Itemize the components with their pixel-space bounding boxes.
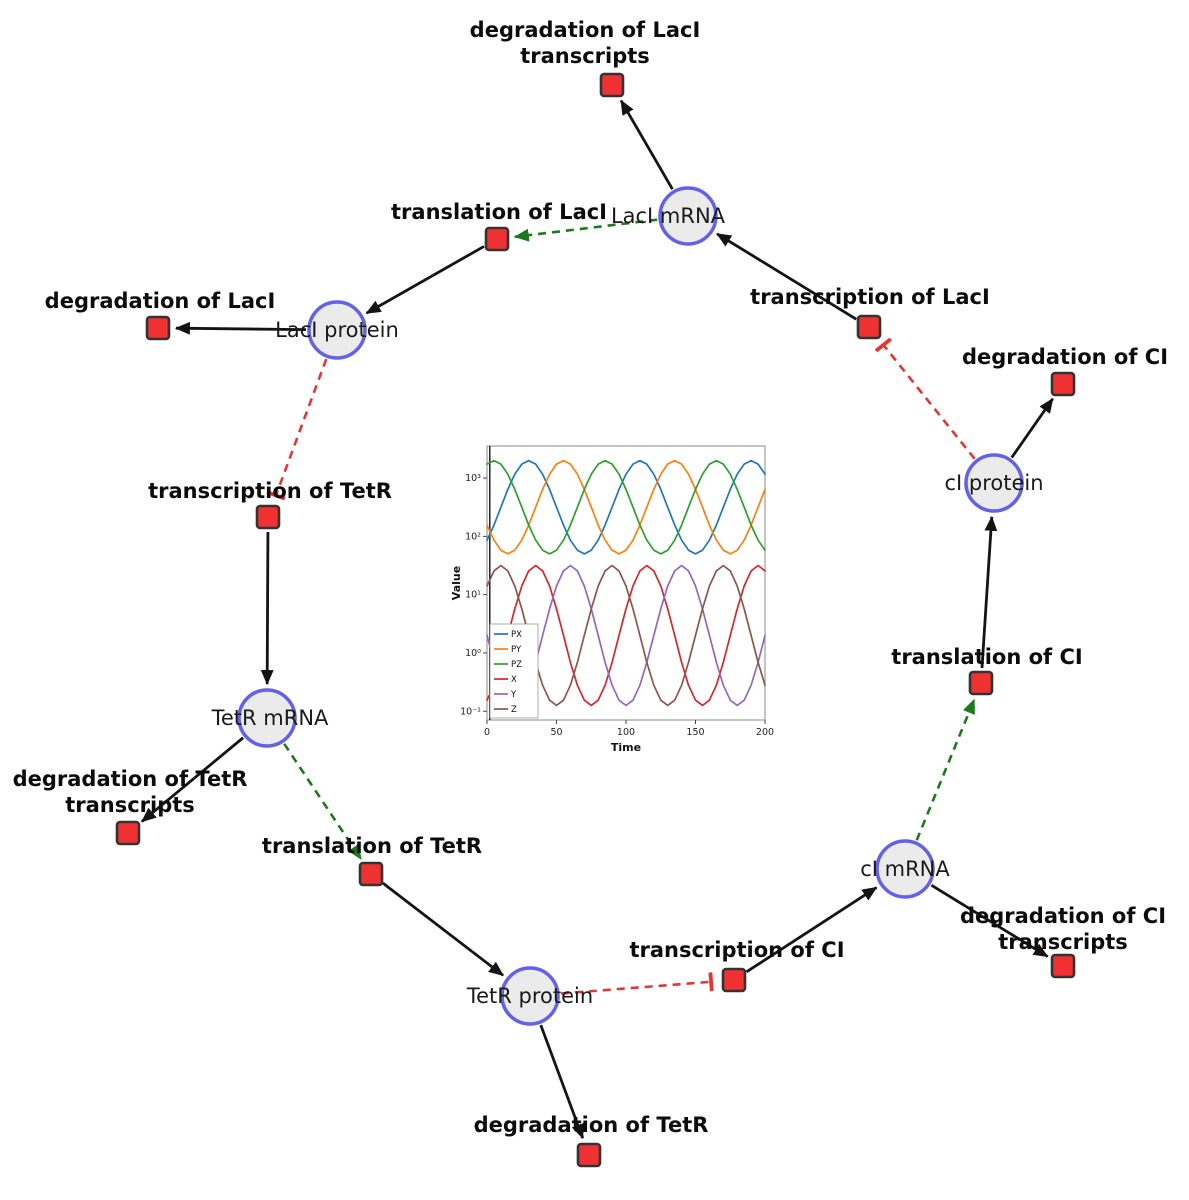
reaction-node-deg-tetr[interactable] — [576, 1142, 602, 1168]
x-tick-label: 0 — [484, 727, 490, 738]
edge-modifier-ci-mrna-to-translation-ci — [915, 698, 976, 841]
y-tick-label: 10³ — [465, 473, 481, 484]
reaction-node-deg-ci[interactable] — [1050, 371, 1076, 397]
edges-layer — [140, 99, 1054, 1140]
legend-label-X: X — [511, 675, 517, 685]
reaction-node-translation-laci[interactable] — [484, 226, 510, 252]
reaction-label-deg-laci-mrna-line0: degradation of LacI — [470, 18, 701, 42]
chart-xlabel: Time — [611, 741, 641, 754]
series-line-PZ — [486, 459, 766, 555]
reaction-node-deg-laci-mrna[interactable] — [599, 72, 625, 98]
nodes-layer: degradation of LacItranscriptstranslatio… — [13, 18, 1168, 1168]
edge-solid-translation-tetr-to-tetr-protein — [382, 882, 504, 977]
reaction-label-translation-tetr-line0: translation of TetR — [262, 834, 482, 858]
reaction-node-transcription-laci[interactable] — [856, 314, 882, 340]
reaction-label-deg-laci-mrna-line1: transcripts — [520, 44, 650, 68]
edge-solid-translation-laci-to-laci-protein — [365, 245, 485, 315]
legend-box — [489, 623, 539, 719]
species-node-ci-mrna[interactable] — [875, 839, 935, 899]
legend-label-Y: Y — [510, 690, 517, 700]
reaction-label-deg-tetr-mrna-line1: transcripts — [65, 793, 195, 817]
series-line-PX — [486, 459, 766, 555]
edge-solid-laci-protein-to-deg-laci — [174, 321, 307, 335]
reaction-label-deg-tetr-mrna-line0: degradation of TetR — [13, 767, 248, 791]
edge-solid-ci-protein-to-deg-ci — [1010, 397, 1054, 459]
x-tick-label: 100 — [617, 727, 635, 738]
edge-inhibition-laci-protein-to-transcription-tetr — [266, 358, 328, 501]
species-label-laci-mrna: LacI mRNA — [611, 204, 726, 228]
x-tick-label: 150 — [686, 727, 704, 738]
series-line-X — [486, 564, 766, 707]
reaction-node-deg-laci[interactable] — [145, 315, 171, 341]
reaction-node-deg-tetr-mrna[interactable] — [115, 820, 141, 846]
edge-modifier-laci-mrna-to-translation-laci — [513, 218, 658, 242]
chart-legend: PX PY PZ XYZ — [489, 623, 539, 719]
species-label-tetr-protein: TetR protein — [466, 984, 593, 1008]
reaction-label-deg-laci-line0: degradation of LacI — [45, 289, 276, 313]
edge-solid-tetr-protein-to-deg-tetr — [539, 1024, 585, 1140]
edge-solid-translation-ci-to-ci-protein — [980, 515, 998, 669]
reaction-label-transcription-tetr-line0: transcription of TetR — [148, 479, 392, 503]
series-line-PY — [486, 459, 766, 555]
reaction-label-deg-tetr-line0: degradation of TetR — [474, 1113, 709, 1137]
species-node-laci-protein[interactable] — [307, 300, 367, 360]
reaction-label-deg-ci-mrna-line1: transcripts — [998, 930, 1128, 954]
y-tick-label: 10⁰ — [465, 648, 481, 659]
edge-modifier-tetr-mrna-to-translation-tetr — [283, 743, 363, 860]
legend-label-Z: Z — [511, 705, 517, 715]
y-tick-label: 10⁻¹ — [460, 706, 481, 717]
x-tick-label: 200 — [756, 727, 774, 738]
reaction-node-transcription-ci[interactable] — [721, 967, 747, 993]
edge-solid-laci-mrna-to-deg-laci-mrna — [619, 99, 674, 190]
legend-label-PX: PX — [511, 630, 522, 640]
y-tick-label: 10¹ — [465, 590, 481, 601]
species-node-laci-mrna[interactable] — [658, 186, 718, 246]
reaction-node-deg-ci-mrna[interactable] — [1050, 953, 1076, 979]
species-node-tetr-mrna[interactable] — [237, 688, 297, 748]
species-label-ci-protein: cI protein — [944, 471, 1043, 495]
edge-solid-tetr-mrna-to-deg-tetr-mrna — [140, 736, 245, 823]
reaction-label-deg-ci-line0: degradation of CI — [962, 345, 1168, 369]
reaction-label-translation-ci-line0: translation of CI — [891, 645, 1082, 669]
legend-label-PY: PY — [511, 645, 522, 655]
x-tick-label: 50 — [550, 727, 562, 738]
reaction-node-transcription-tetr[interactable] — [255, 504, 281, 530]
species-node-ci-protein[interactable] — [964, 453, 1024, 513]
edge-solid-ci-mrna-to-deg-ci-mrna — [930, 884, 1049, 958]
species-label-ci-mrna: cI mRNA — [860, 857, 950, 881]
edge-solid-transcription-laci-to-laci-mrna — [716, 232, 857, 321]
reaction-node-translation-tetr[interactable] — [358, 861, 384, 887]
edge-inhibition-tetr-protein-to-transcription-ci — [560, 972, 714, 995]
edge-solid-transcription-ci-to-ci-mrna — [745, 886, 878, 974]
reaction-label-transcription-ci-line0: transcription of CI — [629, 938, 844, 962]
legend-label-PZ: PZ — [511, 660, 522, 670]
chart-ylabel: Value — [450, 566, 463, 600]
edge-inhibition-ci-protein-to-transcription-laci — [874, 337, 976, 460]
y-tick-label: 10² — [465, 531, 481, 542]
reaction-label-transcription-laci-line0: transcription of LacI — [750, 285, 990, 309]
reaction-label-translation-laci-line0: translation of LacI — [391, 200, 607, 224]
species-label-laci-protein: LacI protein — [275, 318, 399, 342]
reaction-node-translation-ci[interactable] — [968, 670, 994, 696]
species-label-tetr-mrna: TetR mRNA — [211, 706, 329, 730]
species-node-tetr-protein[interactable] — [500, 966, 560, 1026]
edge-solid-transcription-tetr-to-tetr-mrna — [260, 531, 274, 686]
reaction-label-deg-ci-mrna-line0: degradation of CI — [960, 904, 1166, 928]
